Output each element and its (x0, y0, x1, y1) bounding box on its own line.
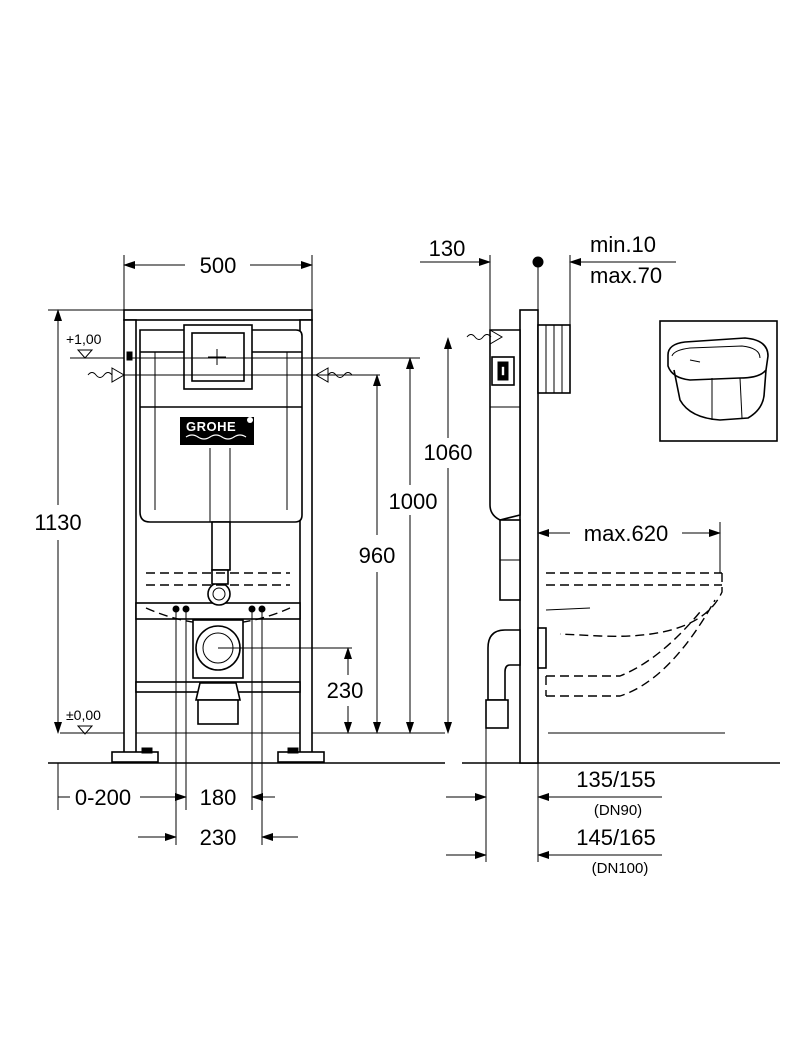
dn90-value-label: 135/155 (576, 767, 656, 792)
water-inlet-icon (87, 367, 380, 383)
level-zero-label: ±0,00 (66, 707, 101, 723)
min-gap-label: min.10 (590, 232, 656, 257)
level-marker-icon: +1,00 ±0,00 (66, 331, 124, 735)
logo-text: GROHE (186, 419, 236, 434)
width-180-label: 180 (200, 785, 237, 810)
height-1060-label: 1060 (424, 440, 473, 465)
dn100-value-label: 145/165 (576, 825, 656, 850)
bowl-projection-label: max.620 (584, 521, 668, 546)
front-view: GROHE (34, 253, 472, 850)
height-230-label: 230 (327, 678, 364, 703)
offset-0-200-label: 0-200 (75, 785, 131, 810)
height-1130-label: 1130 (34, 510, 81, 535)
dn90-label: (DN90) (594, 802, 642, 819)
depth-130-label: 130 (429, 236, 466, 261)
width-230-label: 230 (200, 825, 237, 850)
height-1000-label: 1000 (389, 489, 438, 514)
dn100-label: (DN100) (592, 860, 649, 877)
level-top-label: +1,00 (66, 331, 102, 347)
wc-bowl-thumbnail-icon (659, 320, 778, 442)
side-view: 130 min.10 max.70 max.620 135/155 (DN90)… (420, 232, 780, 877)
width-500-label: 500 (200, 253, 237, 278)
max-gap-label: max.70 (590, 263, 662, 288)
height-960-label: 960 (359, 543, 396, 568)
grohe-logo: GROHE (180, 417, 254, 445)
